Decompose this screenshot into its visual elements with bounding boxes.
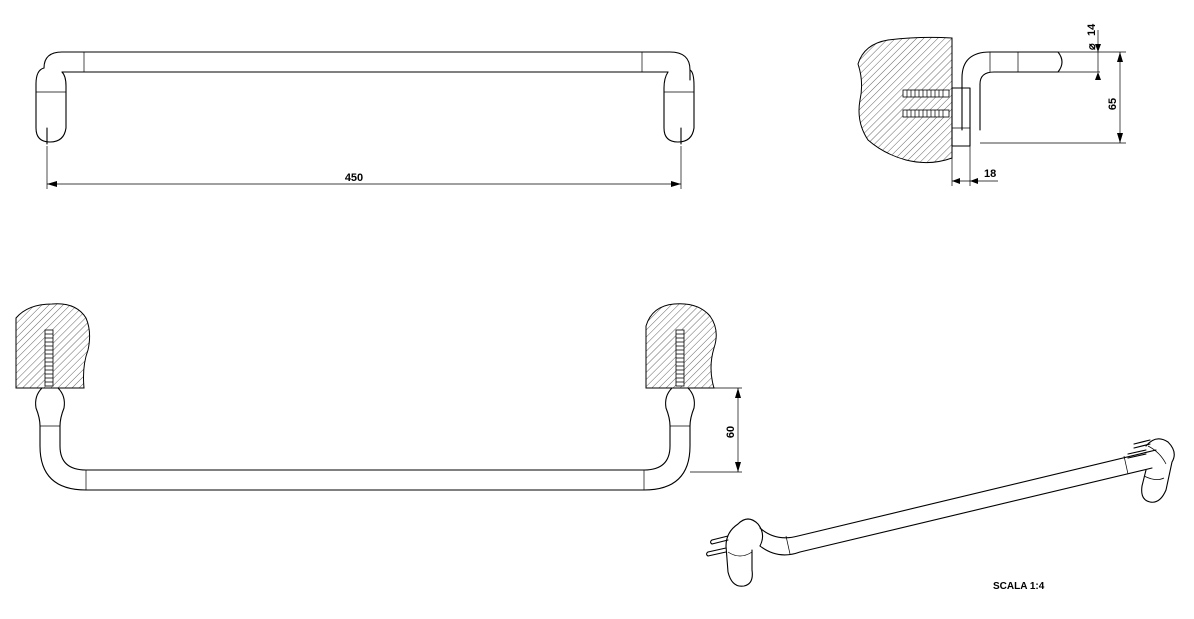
plan-left-anchor	[44, 329, 54, 387]
side-bent-arm	[961, 51, 1063, 131]
side-view	[857, 36, 1100, 164]
iso-left-bracket	[725, 518, 764, 587]
dimension-450: 450	[46, 146, 682, 189]
iso-right-bracket	[1141, 438, 1175, 503]
side-anchors	[902, 89, 950, 118]
dimension-diameter-symbol: ⌀	[1086, 43, 1098, 50]
dimension-projection-label: 65	[1107, 98, 1119, 110]
iso-left-screws	[705, 535, 729, 557]
dimension-diameter: ⌀ 14	[1086, 23, 1101, 80]
side-base	[951, 87, 971, 147]
dimension-offset-label: 18	[984, 168, 996, 180]
side-wall-section	[857, 36, 953, 164]
dimension-drop-label: 60	[725, 426, 737, 438]
dimension-60: 60	[690, 387, 742, 473]
iso-bar	[759, 449, 1157, 556]
plan-view	[15, 303, 717, 491]
dimension-18: 18	[951, 146, 998, 186]
dimension-length-label: 450	[345, 172, 363, 184]
plan-bar	[39, 445, 691, 491]
dimension-65: 65	[980, 51, 1126, 144]
front-right-post	[663, 69, 695, 143]
plan-right-anchor	[675, 329, 685, 387]
front-bar	[43, 51, 691, 81]
isometric-view	[705, 438, 1175, 587]
plan-left-bracket	[35, 387, 65, 447]
front-left-post	[35, 67, 67, 143]
dimension-diameter-label: 14	[1086, 23, 1098, 36]
front-view	[35, 51, 695, 145]
scale-label: SCALA 1:4	[993, 581, 1045, 592]
iso-right-screws	[1127, 439, 1151, 459]
plan-right-bracket	[665, 387, 695, 447]
